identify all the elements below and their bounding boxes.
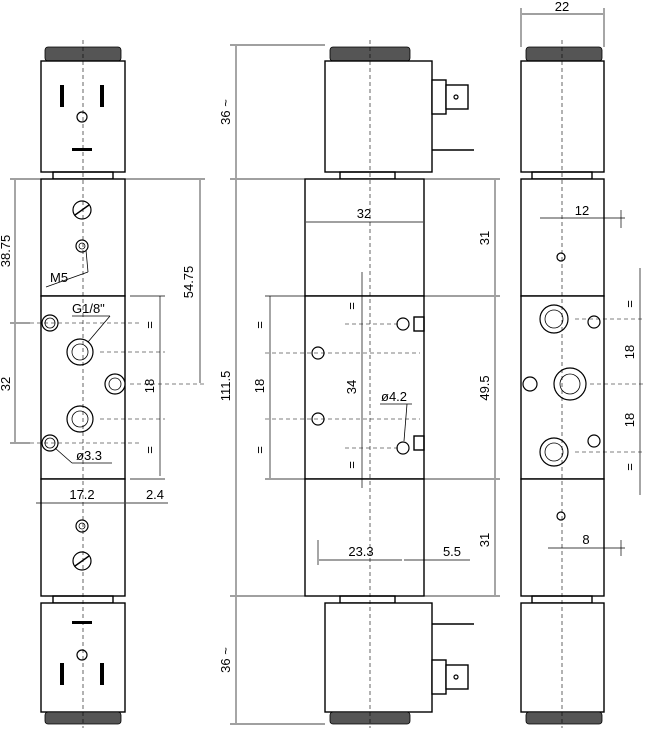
dim-18-side: 18 (252, 379, 267, 393)
end-bottom-knurl-cap (525, 711, 603, 725)
equal-mark-side-1: = (252, 321, 267, 329)
front-dimensions: 38.75 32 54.75 = 18 = 17.2 2.4 M5 G1/8" … (0, 178, 205, 508)
dim-32-body: 32 (357, 206, 371, 221)
side-hole-top-right-icon (396, 317, 410, 331)
end-top-knurl-cap (525, 46, 603, 62)
end-bottom-coil (520, 602, 605, 713)
dim-22: 22 (555, 0, 569, 14)
callout-d4-2: ø4.2 (381, 389, 407, 404)
front-bottom-ground-pin (72, 621, 92, 624)
front-pilot-port-bottom-icon (75, 519, 89, 533)
dim-54-75: 54.75 (181, 266, 196, 299)
dim-18-end-top: 18 (622, 345, 637, 359)
dim-18-front: 18 (142, 379, 157, 393)
dim-17-2: 17.2 (69, 487, 94, 502)
dim-18-end-bottom: 18 (622, 413, 637, 427)
equal-mark-side-2: = (252, 446, 267, 454)
dim-36-bottom: 36 ~ (218, 647, 233, 673)
end-view (520, 40, 645, 728)
dim-36-top: 36 ~ (218, 99, 233, 125)
dim-31-bottom: 31 (477, 533, 492, 547)
dim-34: 34 (344, 380, 359, 394)
front-top-screw-icon (76, 111, 88, 123)
dim-12: 12 (575, 203, 589, 218)
front-top-pin-right (100, 85, 104, 107)
equal-mark-end-2: = (622, 463, 637, 471)
dim-2-4: 2.4 (146, 487, 164, 502)
equal-mark-side-3: = (344, 302, 359, 310)
front-port-side-icon (104, 373, 126, 395)
front-bottom-pin-right (100, 663, 104, 685)
dim-49-5: 49.5 (477, 375, 492, 400)
end-port-center-icon (553, 367, 587, 401)
end-small-hole-bottom-icon (587, 434, 601, 448)
front-pilot-port-m5-icon (75, 239, 89, 253)
equal-mark-end-1: = (622, 300, 637, 308)
side-dimensions: 36 ~ 111.5 36 ~ 32 = 18 = = 34 = ø4.2 23… (218, 44, 500, 725)
dim-111-5: 111.5 (218, 371, 233, 402)
side-bottom-connector (431, 659, 447, 695)
dim-32-left: 32 (0, 377, 13, 391)
end-side-hole-icon (522, 376, 538, 392)
end-port-top-icon (539, 304, 569, 334)
end-small-hole-top-icon (587, 315, 601, 329)
callout-g1-8: G1/8" (72, 301, 105, 316)
callout-d3-3: ø3.3 (76, 448, 102, 463)
end-hole-bottom-icon (556, 511, 566, 521)
dim-31-top: 31 (477, 231, 492, 245)
end-hole-top-icon (556, 252, 566, 262)
side-lower-block (304, 478, 425, 597)
front-port-1-icon (66, 338, 94, 366)
dim-5-5: 5.5 (443, 544, 461, 559)
dim-8: 8 (582, 532, 589, 547)
end-port-bottom-icon (539, 437, 569, 467)
side-mount-hole-d42-icon (396, 441, 410, 455)
end-lower-block (520, 478, 605, 597)
front-bottom-pin-left (60, 663, 64, 685)
front-bottom-screw-icon (76, 649, 88, 661)
end-top-coil (520, 60, 605, 173)
front-top-pin-left (60, 85, 64, 107)
callout-m5: M5 (50, 270, 68, 285)
side-bottom-coil (324, 602, 433, 713)
side-top-coil-neck (339, 171, 396, 180)
side-top-connector (431, 79, 447, 115)
side-bottom-coil-neck (339, 595, 396, 604)
equal-mark-front-2: = (142, 446, 157, 454)
front-view (30, 40, 205, 728)
end-dimensions: 22 12 = 18 18 = 8 (520, 0, 641, 556)
equal-mark-side-4: = (344, 461, 359, 469)
side-upper-block (304, 178, 425, 297)
side-top-coil (324, 60, 433, 173)
front-port-2-icon (66, 405, 94, 433)
equal-mark-front-1: = (142, 321, 157, 329)
dim-38-75: 38.75 (0, 235, 13, 268)
front-top-ground-pin (72, 148, 92, 151)
end-upper-block (520, 178, 605, 297)
dim-23-3: 23.3 (348, 544, 373, 559)
side-view (265, 40, 474, 728)
